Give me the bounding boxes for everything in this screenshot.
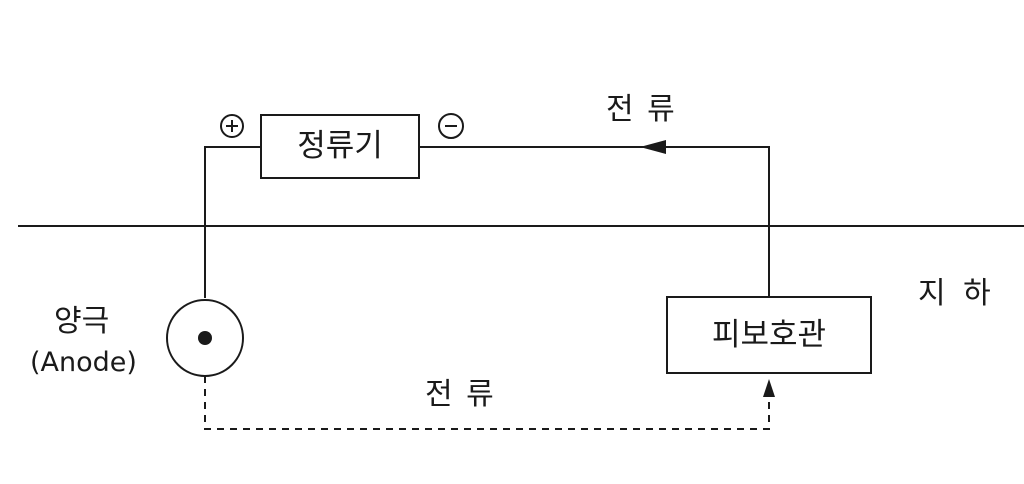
- current-label-bottom: 전 류: [425, 377, 496, 412]
- anode-icon: [166, 299, 244, 377]
- current-arrow-bottom: [763, 379, 775, 397]
- anode-label-english: (Anode): [30, 347, 137, 378]
- current-arrow-top: [640, 140, 666, 154]
- underground-label: 지 하: [918, 276, 995, 311]
- dashed-current-path: [204, 376, 770, 430]
- anode-label-korean: 양극: [54, 304, 110, 339]
- positive-terminal-icon: [220, 114, 244, 138]
- wire-rectifier-to-pipe: [419, 146, 770, 297]
- protected-pipe-label: 피보호관: [711, 316, 827, 353]
- protected-pipe-box: [666, 296, 872, 374]
- negative-terminal-icon: [438, 113, 464, 139]
- wire-anode-to-rectifier: [204, 146, 261, 298]
- current-label-top: 전 류: [606, 92, 677, 127]
- rectifier-label: 정류기: [297, 128, 383, 164]
